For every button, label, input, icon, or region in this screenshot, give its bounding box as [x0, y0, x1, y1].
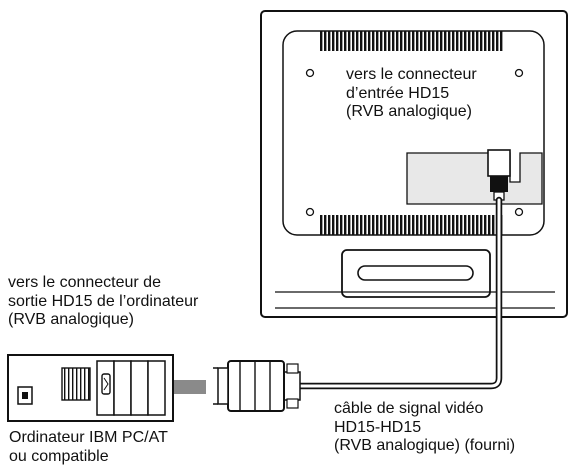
- expansion-slot: [113, 360, 132, 416]
- computer-label-line: ou compatible: [9, 447, 109, 465]
- expansion-slot: [130, 360, 149, 416]
- screw-bottom-left: [305, 207, 315, 217]
- monitor-rear: [260, 10, 568, 318]
- bottom-vent: [320, 215, 504, 235]
- connector-recess: [406, 152, 543, 205]
- computer-rear: [7, 354, 174, 422]
- computer-side-plug: [213, 360, 301, 412]
- computer-label-line: Ordinateur IBM PC/AT: [9, 429, 168, 446]
- monitor-input-label: vers le connecteur d’entrée HD15 (RVB an…: [346, 66, 477, 122]
- computer-output-label: vers le connecteur de sortie HD15 de l’o…: [8, 274, 198, 330]
- monitor-input-label-line: vers le connecteur: [346, 66, 477, 83]
- top-vent: [320, 31, 504, 51]
- screw-top-right: [514, 68, 524, 78]
- computer-output-label-line: (RVB analogique): [8, 311, 135, 328]
- expansion-slot: [147, 360, 166, 416]
- screw-top-left: [305, 68, 315, 78]
- video-cable: [213, 149, 511, 412]
- monitor-input-label-line: (RVB analogique): [346, 103, 473, 120]
- monitor-side-plug-body: [490, 176, 508, 192]
- cable-label-line: câble de signal vidéo: [334, 400, 484, 417]
- computer-output-label-line: sortie HD15 de l’ordinateur: [8, 292, 199, 310]
- computer-label: Ordinateur IBM PC/AT ou compatible: [9, 429, 168, 466]
- monitor-side-plug: [487, 149, 511, 177]
- screw-bottom-right: [514, 207, 524, 217]
- fan-grille: [61, 367, 91, 401]
- cable-label-line: (RVB analogique) (fourni): [334, 437, 516, 454]
- monitor-input-label-line: d’entrée HD15: [346, 84, 450, 102]
- cable-label: câble de signal vidéo HD15-HD15 (RVB ana…: [334, 400, 515, 456]
- stand-slot: [357, 265, 474, 281]
- hd15-port: [101, 373, 111, 395]
- cable-label-line: HD15-HD15: [334, 418, 422, 436]
- computer-output-label-line: vers le connecteur de: [8, 274, 161, 291]
- cable-line-highlight: [298, 198, 501, 388]
